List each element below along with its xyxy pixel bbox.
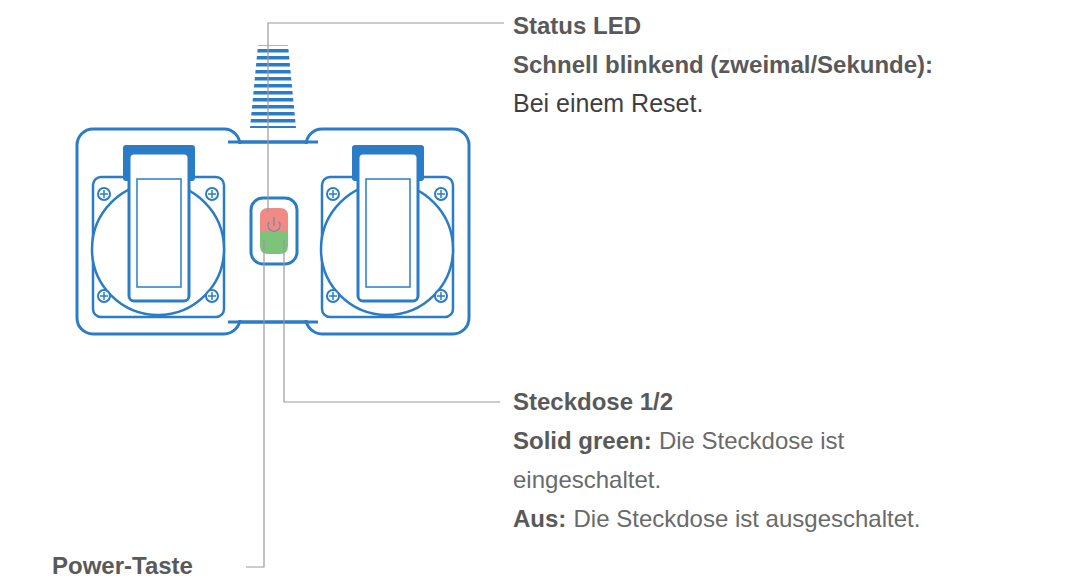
callout-text: Power-Taste — [52, 546, 242, 585]
callout-heading: Solid green: — [513, 427, 652, 454]
callout-heading: Status LED — [513, 12, 641, 39]
callout-text: Schnell blinkend (zweimal/Sekunde): — [513, 45, 1088, 84]
callout-text: Bei einem Reset. — [513, 84, 1088, 123]
callout-heading: Steckdose 1/2 — [513, 388, 673, 415]
callout-text: Steckdose 1/2 — [513, 382, 1088, 421]
callout-heading: Schnell blinkend (zweimal/Sekunde): — [513, 51, 933, 78]
callout-heading: Aus: — [513, 505, 566, 532]
callout-heading: Power-Taste — [52, 552, 193, 579]
callout-text: Aus: Die Steckdose ist ausgeschaltet. — [513, 499, 1088, 538]
callout-text: Status LED — [513, 6, 1088, 45]
callout-note: Bei einem Reset. — [513, 89, 703, 117]
callout-note: Die Steckdose ist ausgeschaltet. — [574, 505, 921, 532]
callout-text: Solid green:Die Steckdose ist eingeschal… — [513, 421, 953, 499]
